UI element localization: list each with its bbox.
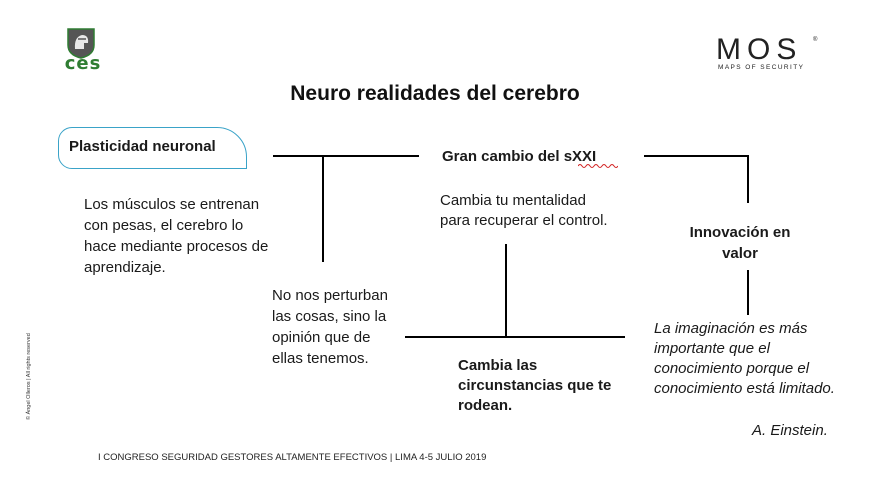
connector-line-right-vertical-bottom — [747, 270, 749, 315]
einstein-author: A. Einstein. — [752, 422, 828, 439]
slide-title: Neuro realidades del cerebro — [290, 82, 580, 105]
mos-tagline: MAPS OF SECURITY — [718, 64, 805, 71]
no-perturban-text: No nos perturban las cosas, sino la opin… — [272, 287, 388, 367]
footer-event: I CONGRESO SEGURIDAD GESTORES ALTAMENTE … — [98, 452, 487, 463]
cambia-circunstancias-label: Cambia las circunstancias que te rodean. — [458, 357, 612, 414]
mos-logo: MOS ® MAPS OF SECURITY — [714, 35, 824, 75]
connector-line-right-vertical-top — [747, 155, 749, 203]
mentalidad-text: Cambia tu mentalidad para recuperar el c… — [440, 192, 608, 229]
spellcheck-underline — [578, 164, 618, 168]
connector-line-center-vertical — [505, 244, 507, 337]
registered-mark: ® — [813, 37, 818, 43]
innovacion-label: Innovación en valor — [689, 224, 791, 262]
connector-line-left-vertical — [322, 155, 324, 262]
plasticidad-label: Plasticidad neuronal — [69, 138, 216, 155]
plasticidad-node: Plasticidad neuronal — [58, 127, 247, 169]
helmet-shield-icon — [67, 28, 95, 59]
musculos-text: Los músculos se entrenan con pesas, el c… — [84, 196, 269, 276]
mos-wordmark: MOS — [716, 33, 803, 66]
connector-line-top-right — [644, 155, 748, 157]
einstein-quote: La imaginación es más importante que el … — [654, 320, 835, 397]
ces-logo: ces — [52, 27, 112, 75]
ces-wordmark: ces — [64, 53, 102, 74]
connector-line-top-left — [273, 155, 419, 157]
gran-cambio-label: Gran cambio del sXXI — [442, 148, 597, 165]
connector-line-bottom — [405, 336, 625, 338]
copyright-note: © Ángel Olleros | All rights reserved — [26, 333, 32, 420]
